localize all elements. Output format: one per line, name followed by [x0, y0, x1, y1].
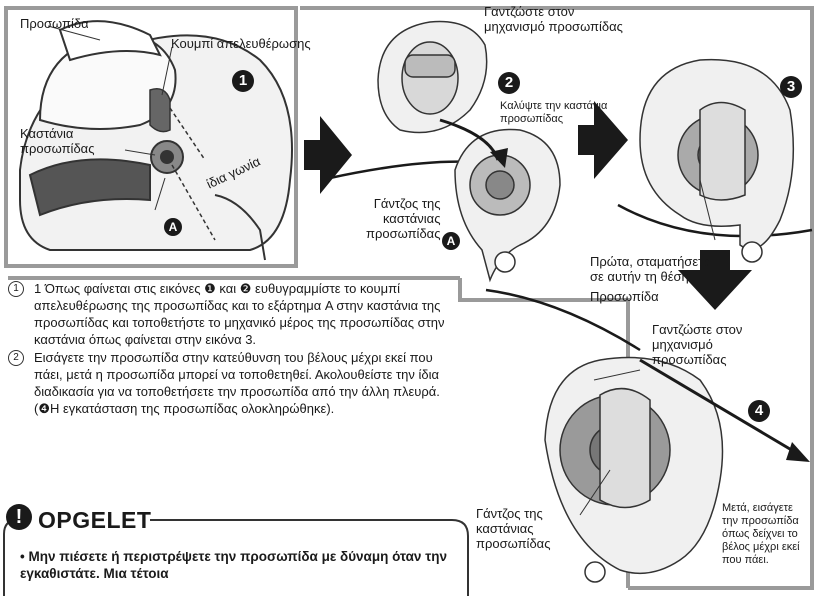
insert-arrowhead-4: [786, 442, 810, 462]
panel3-first-stop-label: Πρώτα, σταματήσετε σε αυτήν τη θέση: [590, 254, 709, 284]
release-button-shape: [150, 89, 170, 132]
warning-title: OPGELET: [38, 507, 151, 534]
warning-box-left: [4, 520, 18, 596]
panel4-visor-label: Προσωπίδα: [590, 289, 659, 304]
step-3-badge: 3: [780, 76, 802, 98]
panel4-hook-mech-label: Γαντζώστε στον μηχανισμό προσωπίδας: [652, 322, 742, 367]
mech-sketch-2: [378, 21, 487, 132]
panel2-cover-label: Καλύψτε την καστάνια προσωπίδας: [500, 100, 607, 126]
panel4-next-label: Μετά, εισάγετε την προσωπίδα όπως δείχνε…: [722, 502, 800, 567]
panel2-ratchet-hook-label: Γάντζος της καστάνιας προσωπίδας: [366, 196, 440, 241]
ratchet-sketch-2: [455, 130, 560, 281]
panel2-hook-mech-label: Γαντζώστε στον μηχανισμό προσωπίδας: [484, 4, 623, 34]
instruction-item: 2 Εισάγετε την προσωπίδα στην κατεύθυνση…: [8, 349, 458, 417]
step-1-badge: 1: [232, 70, 254, 92]
panel1-visor-label: Προσωπίδα: [20, 16, 89, 31]
warning-icon: !: [6, 504, 32, 530]
mech-sketch-4: [545, 358, 723, 583]
step-2-badge: 2: [498, 72, 520, 94]
instruction-number: 1: [8, 281, 24, 297]
marker-a-2: A: [442, 232, 460, 250]
panel4-ratchet-hook-label: Γάντζος της καστάνιας προσωπίδας: [476, 506, 550, 551]
ratchet-center: [160, 150, 174, 164]
step-4-badge: 4: [748, 400, 770, 422]
instruction-text: Εισάγετε την προσωπίδα στην κατεύθυνση τ…: [34, 350, 440, 416]
warning-text: • Μην πιέσετε ή περιστρέψετε την προσωπί…: [20, 548, 470, 582]
instruction-item: 1 1 Όπως φαίνεται στις εικόνες ❶ και ❷ ε…: [8, 280, 458, 348]
panel1-release-label: Κουμπί απελευθέρωσης: [171, 36, 311, 51]
instruction-number: 2: [8, 350, 24, 366]
marker-a-1: A: [164, 218, 182, 236]
arrow-right-1: [304, 116, 352, 194]
panel1-ratchet-label: Καστάνια προσωπίδας: [20, 126, 94, 156]
mech-sketch-3: [640, 60, 793, 262]
instruction-text: 1 Όπως φαίνεται στις εικόνες ❶ και ❷ ευθ…: [34, 281, 444, 347]
instructions: 1 1 Όπως φαίνεται στις εικόνες ❶ και ❷ ε…: [8, 280, 458, 418]
